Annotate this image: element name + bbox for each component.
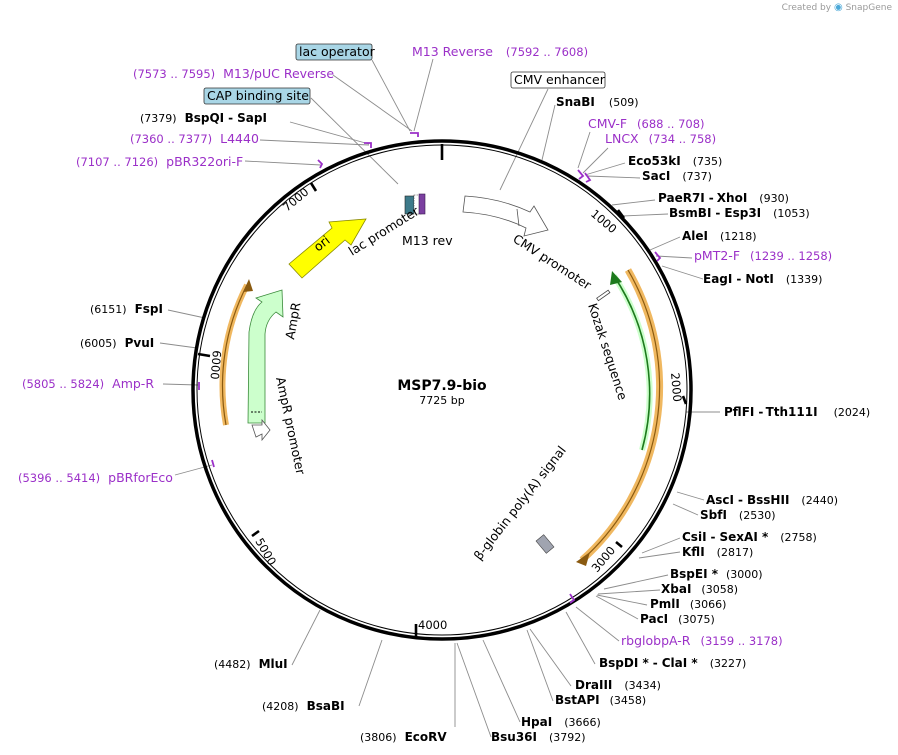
site-eco53ki[interactable]: Eco53kI(735) <box>628 154 722 168</box>
site-hpai[interactable]: HpaI(3666) <box>521 715 601 729</box>
primer-rbglobpa-r[interactable]: rbglobpA-R(3159 .. 3178) <box>621 633 783 648</box>
feature-m13-rev[interactable]: M13 rev <box>402 193 453 248</box>
plasmid-length: 7725 bp <box>419 394 464 407</box>
site-asci-bsshii[interactable]: AscI-BssHII(2440) <box>706 493 838 507</box>
site-fspi[interactable]: (6151)FspI <box>90 302 163 316</box>
credit-brand: SnapGene <box>845 3 892 13</box>
tick-marks <box>197 144 688 636</box>
tick-label-6000: 6000 <box>207 350 223 380</box>
feature-cmv-promoter[interactable]: CMV promoter <box>462 195 595 293</box>
site-eagi-noti[interactable]: EagI-NotI(1339) <box>703 272 822 286</box>
primer-m13-reverse[interactable]: M13 Reverse(7592 .. 7608) <box>412 44 588 59</box>
boxed-label-lac-operator[interactable]: lac operator <box>295 43 376 61</box>
tick-label-7000: 7000 <box>280 185 311 215</box>
primer-labels: M13 Reverse(7592 .. 7608) (7573 .. 7595)… <box>18 44 832 648</box>
credit-prefix: Created by <box>781 3 832 13</box>
snapgene-logo-icon: ◉ <box>833 2 843 13</box>
feature-ori[interactable]: ori <box>288 218 367 279</box>
orf-arcs <box>219 268 664 566</box>
tick-label-2000: 2000 <box>668 372 684 402</box>
site-paer7i-xhoi[interactable]: PaeR7I-XhoI(930) <box>658 191 789 205</box>
feature-label-cmv-promoter: CMV promoter <box>510 231 594 293</box>
plasmid-name: MSP7.9-bio <box>397 378 487 394</box>
site-xbai[interactable]: XbaI(3058) <box>661 582 738 596</box>
site-alei[interactable]: AleI(1218) <box>682 229 757 243</box>
tick-label-5000: 5000 <box>252 536 279 568</box>
site-paci[interactable]: PacI(3075) <box>640 612 715 626</box>
site-bsabi[interactable]: (4208)BsaBI <box>262 699 345 713</box>
site-draiii[interactable]: DraIII(3434) <box>575 678 661 692</box>
feature-kozak-sequence[interactable]: Kozak sequence <box>585 289 631 402</box>
lac-operator-text: lac operator <box>299 44 376 59</box>
feature-label-beta-globin-polya: β-globin poly(A) signal <box>471 443 569 563</box>
leader-lines <box>159 58 720 738</box>
tick-labels: 1000 2000 3000 4000 5000 6000 7000 <box>207 185 684 632</box>
feature-label-m13-rev: M13 rev <box>402 233 453 248</box>
site-pvui[interactable]: (6005)PvuI <box>80 336 154 350</box>
site-saci[interactable]: SacI(737) <box>642 169 712 183</box>
feature-beta-globin-polya-signal[interactable]: β-globin poly(A) signal <box>471 443 569 563</box>
feature-label-kozak-sequence: Kozak sequence <box>585 301 631 402</box>
snapgene-credit: Created by ◉ SnapGene <box>782 2 892 13</box>
site-csii-sexai[interactable]: CsiI-SexAI *(2758) <box>682 530 817 544</box>
site-bsu36i[interactable]: Bsu36I(3792) <box>491 730 586 744</box>
cap-binding-site-text: CAP binding site <box>207 88 309 103</box>
feature-ampr[interactable]: AmpR <box>247 289 303 424</box>
primer-cmv-f[interactable]: CMV-F(688 .. 708) <box>588 116 705 131</box>
site-pmli[interactable]: PmlI(3066) <box>650 597 726 611</box>
primer-amp-r[interactable]: (5805 .. 5824)Amp-R <box>22 376 154 391</box>
boxed-label-cmv-enhancer[interactable]: CMV enhancer <box>510 71 606 89</box>
primer-marks <box>198 132 662 604</box>
site-pflfi-tth111i[interactable]: PflFI-Tth111I(2024) <box>724 405 870 419</box>
primer-pmt2-f[interactable]: pMT2-F(1239 .. 1258) <box>694 248 832 263</box>
boxed-label-cap-binding-site[interactable]: CAP binding site <box>203 87 311 105</box>
primer-pbr322ori-f[interactable]: (7107 .. 7126)pBR322ori-F <box>76 154 243 169</box>
restriction-sites: SnaBI(509) Eco53kI(735) SacI(737) PaeR7I… <box>80 95 870 744</box>
site-bspqi-sapi[interactable]: (7379)BspQI-SapI <box>140 111 267 125</box>
primer-m13-puc-reverse[interactable]: (7573 .. 7595)M13/pUC Reverse <box>133 66 334 81</box>
site-sbfi[interactable]: SbfI(2530) <box>700 508 776 522</box>
primer-lncx[interactable]: LNCX(734 .. 758) <box>605 131 716 146</box>
site-mlui[interactable]: (4482)MluI <box>214 657 288 671</box>
feature-label-ampr: AmpR <box>282 301 303 341</box>
site-kfli[interactable]: KflI(2817) <box>682 545 753 559</box>
site-bstapi[interactable]: BstAPI(3458) <box>555 693 646 707</box>
site-snabi[interactable]: SnaBI(509) <box>556 95 639 109</box>
cmv-enhancer-text: CMV enhancer <box>514 72 606 87</box>
tick-label-4000: 4000 <box>418 618 447 632</box>
site-bspdi-clai[interactable]: BspDI *-ClaI *(3227) <box>599 656 746 670</box>
primer-pbrforeco[interactable]: (5396 .. 5414)pBRforEco <box>18 470 173 485</box>
site-bsmbi-esp3i[interactable]: BsmBI-Esp3I(1053) <box>669 206 810 220</box>
feature-label-ampr-promoter: AmpR promoter <box>273 376 309 477</box>
site-ecorv[interactable]: (3806)EcoRV <box>360 730 447 744</box>
primer-l4440[interactable]: (7360 .. 7377)L4440 <box>130 131 259 146</box>
site-bspei[interactable]: BspEI *(3000) <box>670 567 763 581</box>
